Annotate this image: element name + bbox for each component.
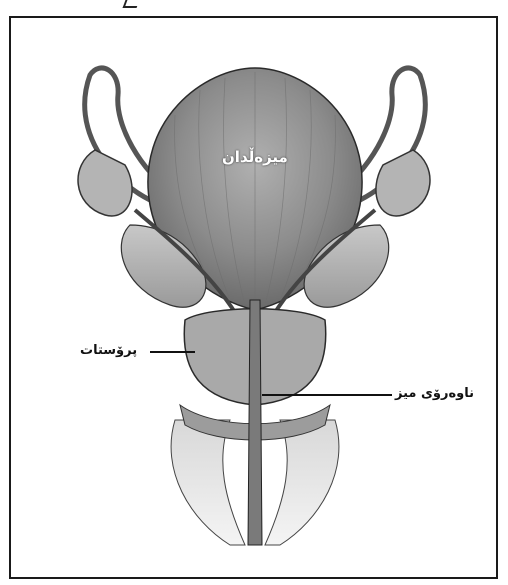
right-vesicle <box>376 150 430 216</box>
left-vesicle <box>78 150 132 216</box>
prostate-label: پرۆستات <box>80 343 137 358</box>
urethra-label: ناوەرۆی میز <box>395 386 474 401</box>
bladder-label: میزەڵدان <box>222 148 288 166</box>
urethra <box>248 300 262 545</box>
